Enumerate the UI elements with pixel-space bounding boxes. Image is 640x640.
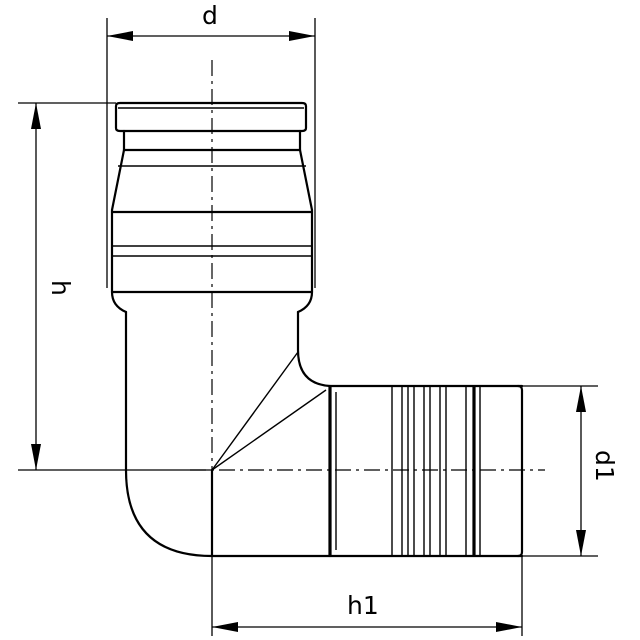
horizontal-stem [328,384,524,558]
dimension-d1: d1 [522,385,619,557]
collet-neck [122,129,302,152]
stem-end [516,384,524,558]
dim-h-arrow-top [31,103,41,129]
miter-line-upper [211,351,299,471]
o-ring-groove-2 [423,386,431,556]
elbow-body [124,310,332,558]
miter-line-lower [211,389,327,471]
dim-h-arrow-bottom [31,444,41,470]
dim-d-arrow-left [107,31,133,41]
union-body-outline [110,148,314,314]
dim-d-arrow-right [289,31,315,41]
dim-d1-arrow-top [576,386,586,412]
dimension-d: d [106,1,316,288]
elbow-inner-curve [296,310,332,388]
dimension-h: h [18,102,212,471]
dimension-h1: h1 [211,556,523,636]
top-collet [114,101,308,152]
dim-d1-label: d1 [590,450,619,482]
elbow-outer-curve [124,310,332,558]
dim-h-label: h [46,280,75,296]
center-lines [190,60,545,475]
dim-d1-arrow-bottom [576,530,586,556]
dim-h1-label: h1 [347,591,379,620]
collet-ring [114,101,308,133]
o-ring-groove-1 [407,386,415,556]
o-ring-groove-3 [439,386,447,556]
dim-d-label: d [202,1,218,30]
dim-h1-arrow-left [212,622,238,632]
dim-h1-arrow-right [496,622,522,632]
top-union-body [110,148,314,314]
